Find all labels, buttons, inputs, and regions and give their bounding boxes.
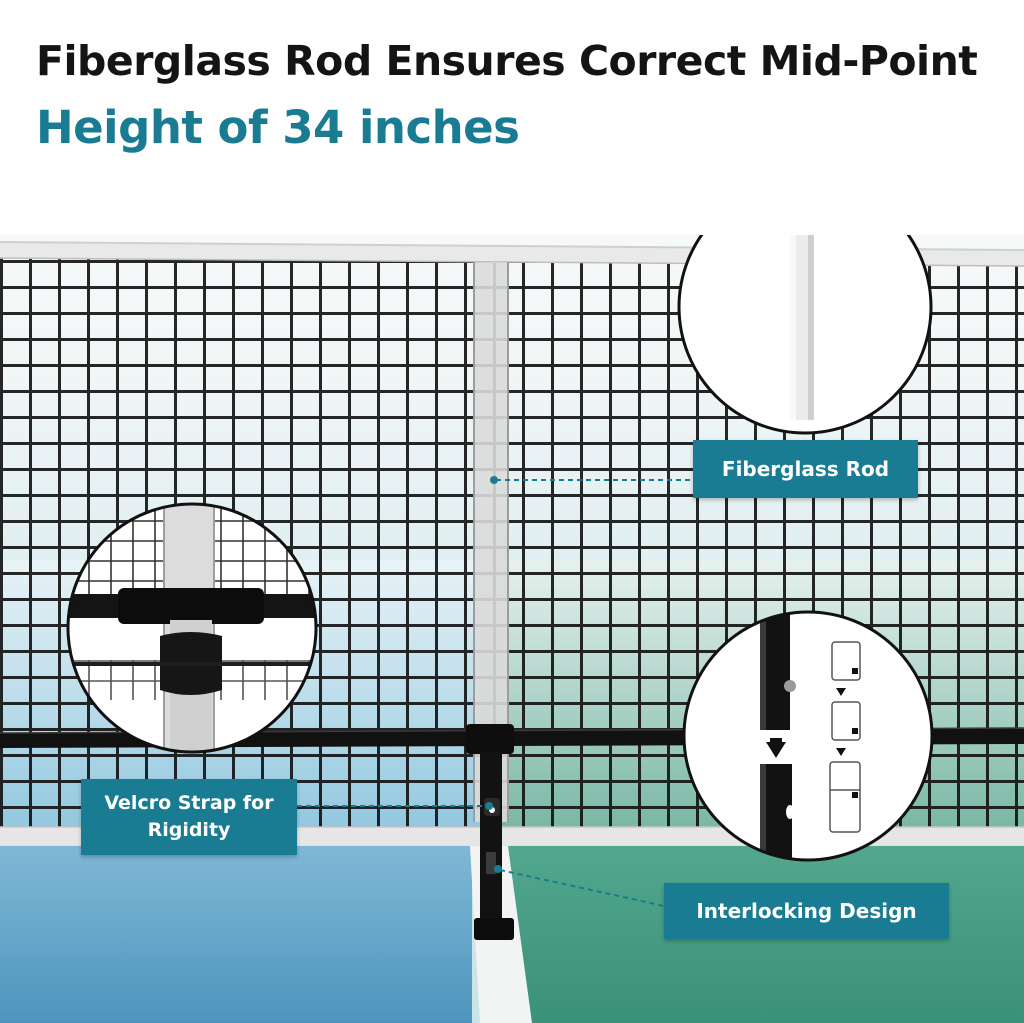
- callout-velcro-strap: Velcro Strap for Rigidity: [81, 779, 297, 855]
- headline-line-2: Height of 34 inches: [36, 101, 520, 154]
- callout-fiberglass-rod: Fiberglass Rod: [693, 440, 918, 498]
- callout-interlocking-design: Interlocking Design: [664, 883, 949, 939]
- headline-line-1: Fiberglass Rod Ensures Correct Mid-Point: [36, 37, 978, 85]
- headline: Fiberglass Rod Ensures Correct Mid-Point…: [0, 0, 1024, 235]
